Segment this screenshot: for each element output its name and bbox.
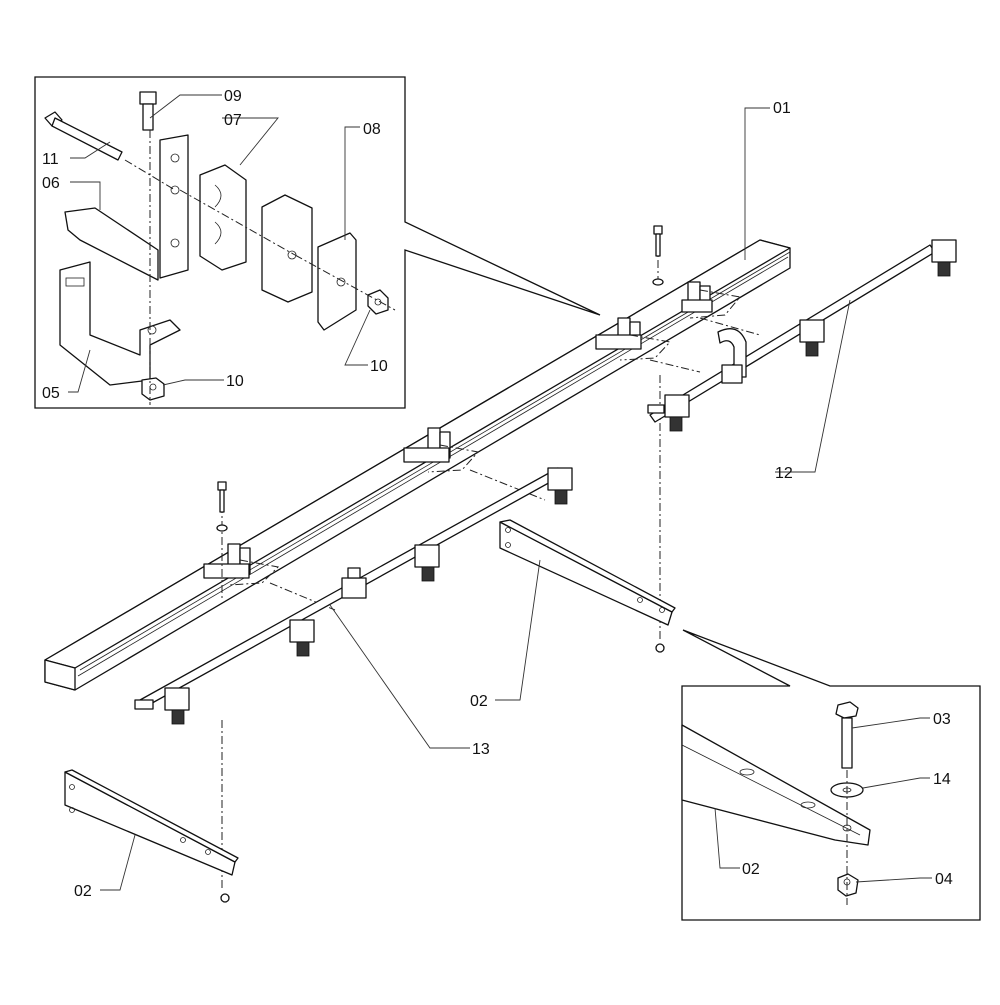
- bolt-lower: [216, 481, 228, 532]
- callout-11: 11: [42, 151, 59, 168]
- nozzle-body-6: [414, 544, 440, 582]
- callout-14: 14: [933, 771, 951, 788]
- callout-10-bottom: 10: [226, 373, 244, 390]
- callout-labels: 01 12 13 02 02 09 11 06 07 08 05 10 10 0…: [42, 88, 953, 900]
- callout-08: 08: [363, 121, 381, 138]
- bolt-upper: [652, 225, 664, 286]
- callout-09: 09: [224, 88, 242, 105]
- nozzle-body-3: [931, 239, 957, 277]
- clamp-upper-right: [681, 281, 713, 313]
- bracket-06: [64, 134, 189, 281]
- callout-04: 04: [935, 871, 953, 888]
- nozzle-body-7: [547, 467, 573, 505]
- callout-13: 13: [472, 741, 490, 758]
- nozzle-body-4: [134, 687, 190, 725]
- plate-08: [317, 232, 357, 331]
- bracket-02-mid: [499, 519, 676, 653]
- bolt-03: [835, 701, 859, 769]
- callout-02-detail: 02: [742, 861, 760, 878]
- callout-02-mid: 02: [470, 693, 488, 710]
- nozzle-body-1: [647, 394, 690, 432]
- callout-07: 07: [224, 112, 242, 129]
- nozzle-pipe-13: [134, 467, 573, 725]
- nut-10-bottom: [141, 377, 165, 401]
- callout-06: 06: [42, 175, 60, 192]
- nozzle-body-2: [799, 319, 825, 357]
- callout-01: 01: [773, 100, 791, 117]
- bolt-11: [44, 111, 123, 161]
- clamp-07-left: [199, 164, 247, 271]
- detail-clamp-assembly: [34, 76, 601, 409]
- bracket-02-detail: [681, 724, 871, 846]
- callout-03: 03: [933, 711, 951, 728]
- boom-clamps: [203, 281, 713, 579]
- clamp-mid: [403, 427, 451, 463]
- bolt-09: [139, 91, 157, 131]
- callout-12: 12: [775, 465, 793, 482]
- clamp-07-right: [261, 194, 313, 303]
- clamp-upper-mid: [595, 317, 642, 350]
- callout-02-low: 02: [74, 883, 92, 900]
- leader-lines: [68, 94, 932, 891]
- nozzle-pipe-12: [647, 239, 957, 432]
- bracket-02-low: [64, 769, 239, 903]
- nozzle-body-5: [289, 619, 315, 657]
- callout-05: 05: [42, 385, 60, 402]
- callout-10-right: 10: [370, 358, 388, 375]
- nut-10-right: [367, 289, 389, 315]
- detail-bracket-fixing: [681, 629, 981, 921]
